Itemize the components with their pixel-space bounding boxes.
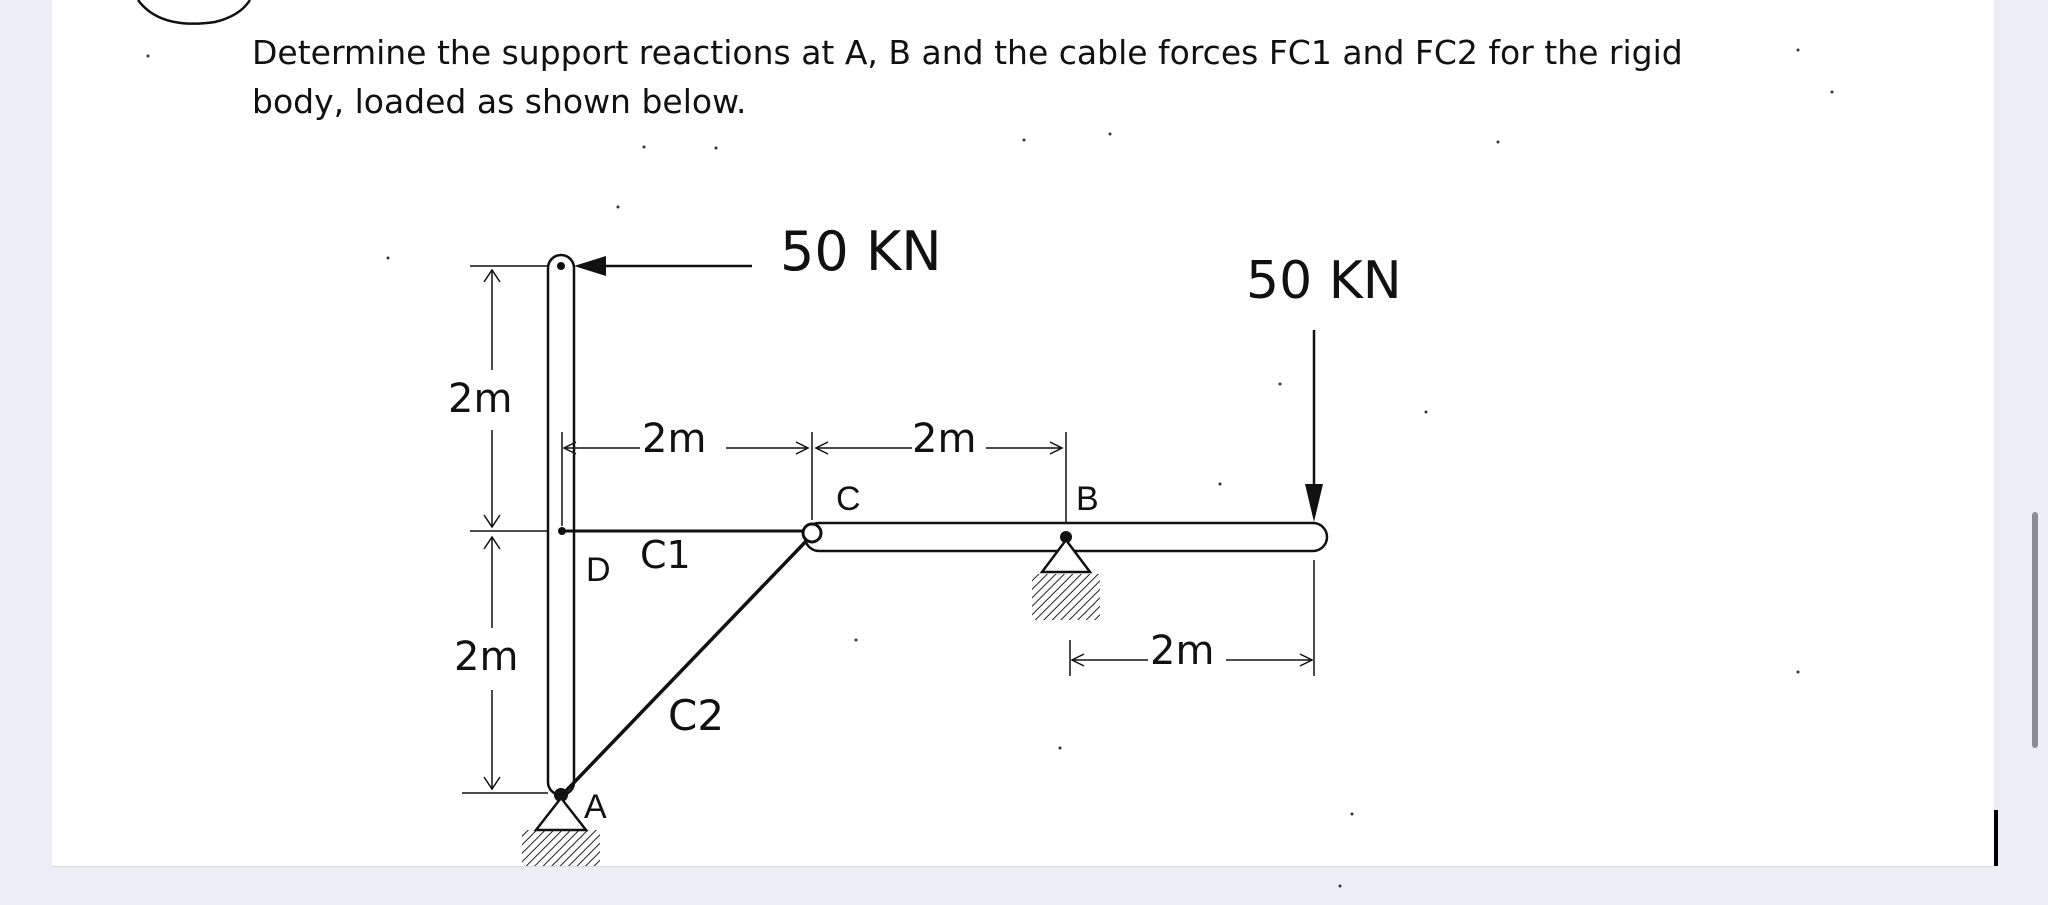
page-edge-marker xyxy=(1994,810,1998,866)
d-to-c-label: 2m xyxy=(642,416,706,462)
horizontal-load-arrow xyxy=(574,256,752,276)
point-c-label: C xyxy=(836,480,861,518)
upper-height-dimension xyxy=(470,265,548,532)
upper-height-label: 2m xyxy=(448,376,512,422)
point-d-pin xyxy=(558,527,566,535)
top-pin xyxy=(557,262,565,270)
point-b-label: B xyxy=(1076,480,1099,518)
point-c-pin xyxy=(801,522,823,544)
vertical-load-label: 50 KN xyxy=(1246,251,1402,311)
pin-support-a xyxy=(522,788,600,866)
vertical-load-arrow xyxy=(1305,330,1323,522)
cable-c2-label: C2 xyxy=(668,691,724,740)
vertical-column xyxy=(546,253,576,797)
cable-c2 xyxy=(560,533,814,797)
problem-statement-line-2: body, loaded as shown below. xyxy=(252,82,747,121)
d-to-c-dimension xyxy=(561,432,813,526)
pin-support-b xyxy=(1032,531,1100,620)
document-page: Determine the support reactions at A, B … xyxy=(52,0,1994,867)
c-to-b-dimension xyxy=(814,432,1067,524)
problem-statement: Determine the support reactions at A, B … xyxy=(252,28,1752,126)
scan-specks xyxy=(146,48,1834,888)
cable-c1-label: C1 xyxy=(640,533,691,577)
b-to-end-label: 2m xyxy=(1150,628,1214,674)
b-to-end-dimension xyxy=(1069,560,1315,676)
problem-statement-line-1: Determine the support reactions at A, B … xyxy=(252,33,1683,72)
horizontal-load-label: 50 KN xyxy=(780,220,942,283)
point-d-label: D xyxy=(586,551,611,589)
c-to-b-label: 2m xyxy=(912,416,976,462)
question-number-circle xyxy=(136,0,252,25)
lower-height-label: 2m xyxy=(454,634,518,680)
vertical-scrollbar[interactable] xyxy=(2032,512,2038,748)
lower-height-dimension xyxy=(462,535,548,794)
point-a-label: A xyxy=(584,788,607,826)
